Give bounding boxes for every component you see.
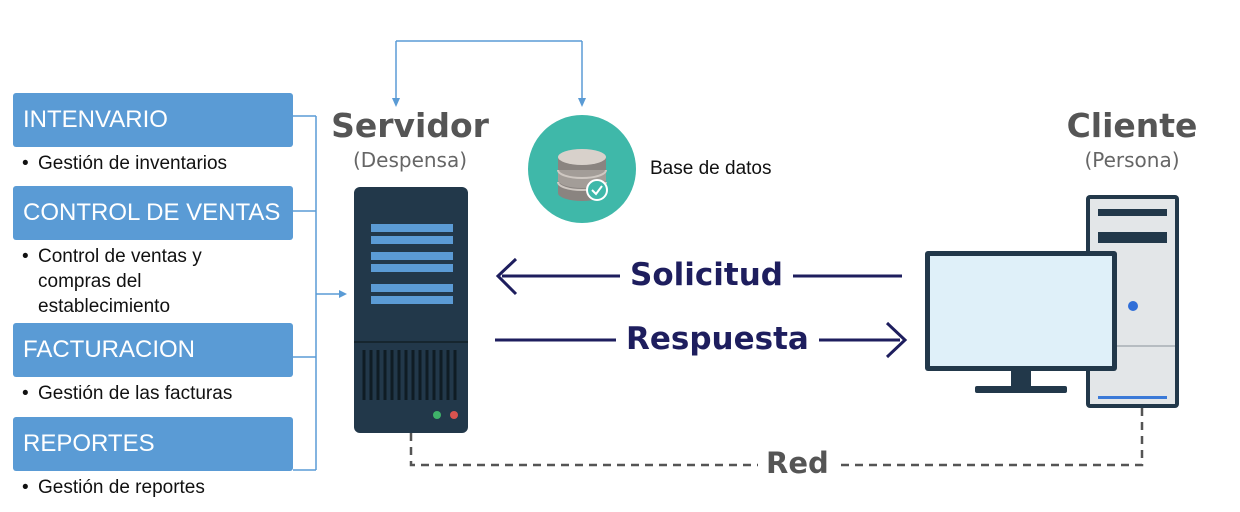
- server-icon: [354, 187, 468, 433]
- modules-bracket: [293, 115, 342, 471]
- database-label: Base de datos: [650, 158, 772, 179]
- bullet-icon: •: [22, 477, 29, 498]
- loop-arrowhead-left: [392, 98, 400, 107]
- request-label: Solicitud: [620, 257, 793, 293]
- bracket-arrowhead: [339, 290, 347, 298]
- server-subtitle: (Despensa): [352, 148, 468, 172]
- monitor-icon: [925, 251, 1117, 393]
- response-label: Respuesta: [616, 321, 819, 357]
- module-inventario-desc: • Gestión de inventarios: [22, 153, 228, 174]
- loop-arrowhead-right: [578, 98, 586, 107]
- module-reportes-desc: • Gestión de reportes: [22, 477, 205, 498]
- server-title: Servidor: [331, 106, 489, 145]
- module-reportes: REPORTES: [13, 417, 293, 471]
- bullet-icon: •: [22, 153, 29, 174]
- module-control-ventas-desc: • Control de ventas y compras del establ…: [22, 246, 202, 317]
- module-facturacion-desc: • Gestión de las facturas: [22, 383, 233, 404]
- client-subtitle: (Persona): [1084, 148, 1180, 172]
- module-control-ventas: CONTROL DE VENTAS: [13, 186, 293, 240]
- module-facturacion: FACTURACION: [13, 323, 293, 377]
- db-loop-connector: [395, 40, 583, 100]
- network-label: Red: [758, 446, 837, 480]
- module-inventario: INTENVARIO: [13, 93, 293, 147]
- bullet-icon: •: [22, 383, 29, 404]
- database-icon: [528, 115, 636, 223]
- check-icon: [586, 179, 608, 201]
- bullet-icon: •: [22, 246, 29, 267]
- client-title: Cliente: [1066, 106, 1198, 145]
